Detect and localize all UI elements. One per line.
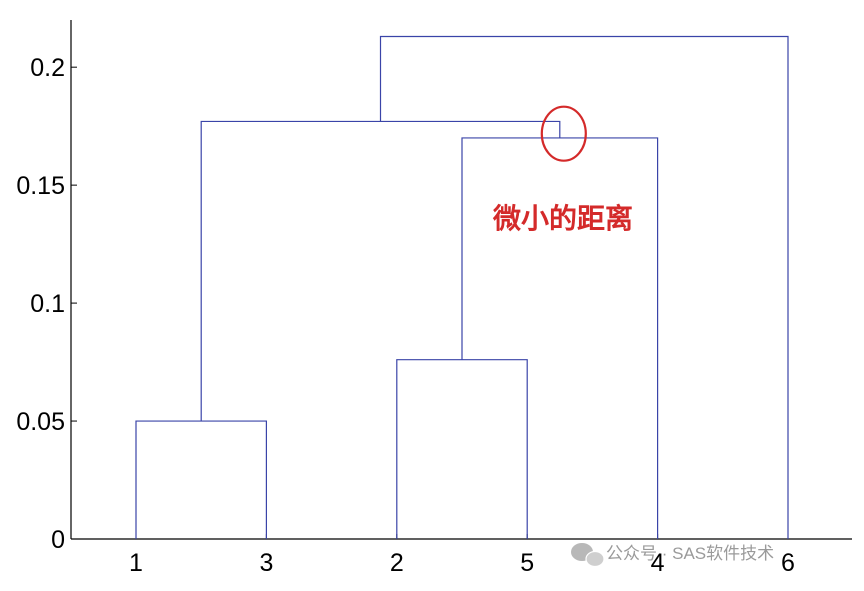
y-tick-label: 0.15	[16, 172, 65, 200]
dendrogram-link	[379, 35, 789, 539]
dendrogram-link	[461, 137, 659, 539]
dendrogram-link	[200, 120, 561, 422]
annotation: 微小的距离	[492, 105, 633, 234]
wechat-icon-bubble-small	[585, 550, 605, 568]
y-tick-label: 0	[51, 526, 65, 554]
x-tick-label: 1	[129, 549, 143, 577]
x-tick-label: 4	[651, 549, 665, 577]
highlight-circle	[540, 105, 587, 162]
y-tick-label: 0.05	[16, 408, 65, 436]
x-tick-label: 2	[390, 549, 404, 577]
y-tick-label: 0.1	[30, 290, 65, 318]
watermark: 公众号 · SAS软件技术	[571, 543, 774, 568]
x-tick-label: 6	[781, 549, 795, 577]
wechat-icon	[571, 543, 605, 568]
x-tick-label: 5	[520, 549, 534, 577]
watermark-text: 公众号 · SAS软件技术	[606, 544, 774, 563]
dendrogram-link	[135, 420, 267, 539]
dendrogram-link	[396, 359, 528, 539]
annotation-label: 微小的距离	[492, 202, 633, 234]
axes: 0 0.05 0.1 0.15 0.2 1 3 2 5 4 6	[16, 20, 852, 577]
dendrogram-links	[135, 35, 789, 539]
y-tick-label: 0.2	[30, 54, 65, 82]
x-tick-label: 3	[259, 549, 273, 577]
